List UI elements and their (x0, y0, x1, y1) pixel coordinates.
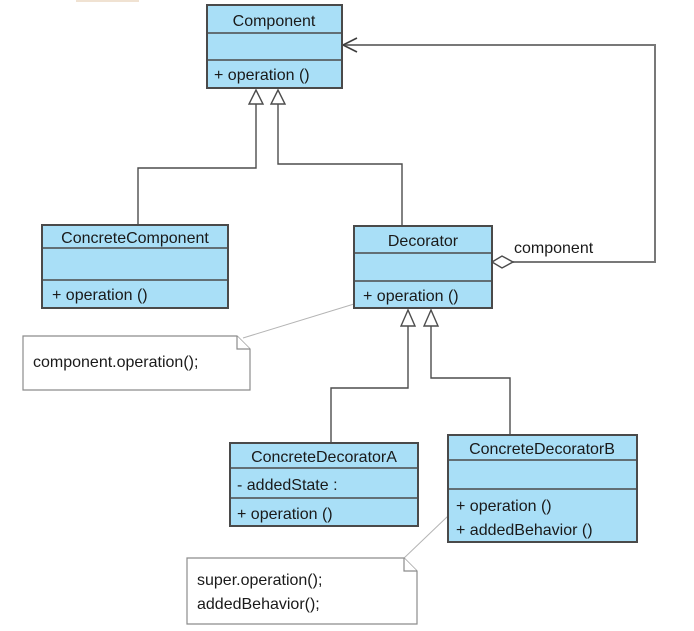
note-connector (401, 515, 449, 561)
note-text: super.operation(); (197, 572, 322, 589)
aggregation-line (343, 44, 656, 263)
note-connector (242, 303, 355, 339)
class-name: ConcreteDecoratorA (251, 449, 397, 466)
note-text: addedBehavior(); (197, 596, 320, 613)
aggregation-diamond-icon (490, 255, 515, 269)
generalization-triangle-icon (399, 308, 417, 327)
generalization-triangle-icon (422, 308, 440, 327)
generalization-triangle-icon (247, 88, 265, 105)
note-component-operation: component.operation(); (22, 335, 251, 391)
generalization-line-concretedecoratorb (430, 326, 511, 435)
class-name: Component (233, 13, 316, 30)
class-box-component: Component + operation () (206, 4, 343, 89)
class-operation: + operation () (52, 287, 148, 304)
note-text: component.operation(); (33, 354, 198, 371)
class-attribute: - addedState : (237, 477, 338, 494)
generalization-line-concretedecoratora (330, 326, 409, 443)
class-box-concretedecoratora: ConcreteDecoratorA - addedState : + oper… (229, 442, 419, 527)
note-fold-corner-icon (236, 336, 250, 350)
screen-artifact-strip (76, 0, 139, 2)
class-operation: + operation () (456, 498, 552, 515)
class-name: Decorator (388, 233, 459, 250)
note-fold-corner-icon (403, 558, 417, 572)
class-operation: + operation () (363, 288, 459, 305)
class-operation: + operation () (214, 67, 310, 84)
generalization-triangle-icon (269, 88, 287, 105)
class-box-concretedecoratorb: ConcreteDecoratorB + operation () + adde… (447, 434, 638, 543)
class-operation: + operation () (237, 506, 333, 523)
aggregation-role-label: component (514, 240, 594, 257)
class-name: ConcreteComponent (61, 230, 209, 247)
note-body (186, 557, 418, 625)
class-rect (229, 442, 419, 527)
class-box-concretecomponent: ConcreteComponent + operation () (41, 224, 229, 309)
class-rect (41, 224, 229, 309)
class-name: ConcreteDecoratorB (469, 441, 615, 458)
class-rect (206, 4, 343, 89)
generalization-line-concretecomponent (137, 104, 257, 225)
generalization-line-decorator (277, 104, 403, 226)
note-super-operation: super.operation(); addedBehavior(); (186, 557, 418, 625)
note-body (22, 335, 251, 391)
class-box-decorator: Decorator + operation () (353, 225, 493, 309)
class-rect (353, 225, 493, 309)
class-operation: + addedBehavior () (456, 522, 593, 539)
